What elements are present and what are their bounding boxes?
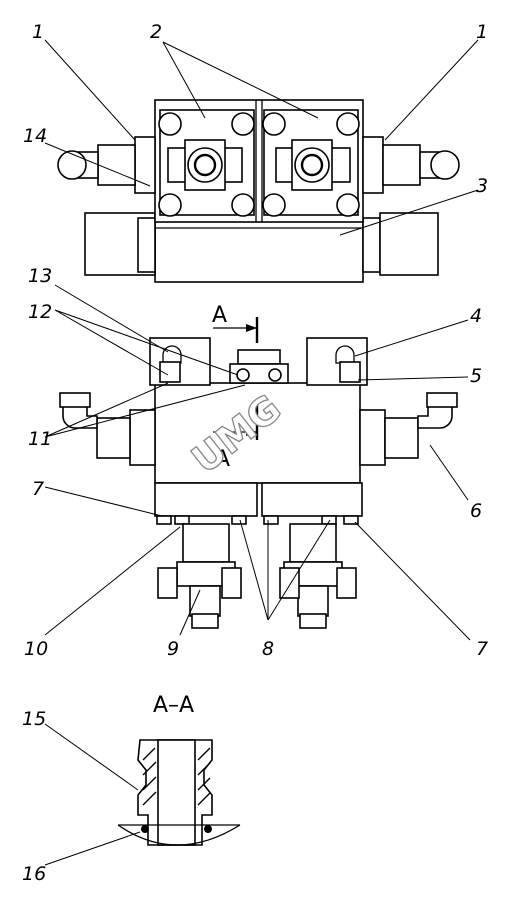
callout-11: 11 [28,428,52,450]
bar-end-right [379,212,439,276]
callout-14: 14 [23,125,47,147]
section-hatching [142,747,211,806]
callout-8: 8 [262,638,274,660]
elbow-left [59,392,156,466]
callout-4: 4 [470,305,482,327]
valve-port-left [167,139,243,191]
callout-3: 3 [476,175,488,197]
elbow-right [359,392,458,466]
bottom-fitting-left [157,523,242,629]
callout-labels: 1 1 2 3 14 13 12 4 5 11 7 6 10 9 8 7 15 … [22,21,488,885]
callout-7-right: 7 [476,638,488,660]
leader-lines [44,39,479,866]
front-view: A A UMG [59,303,458,629]
fitting-right [362,136,460,194]
callout-1-left: 1 [32,21,44,43]
plate-right [261,482,363,517]
callout-9: 9 [167,638,179,660]
section-title: A–A [153,693,194,718]
fitting-left [57,136,156,194]
callout-2: 2 [150,21,162,43]
plate-left [154,482,258,517]
section-cut-line [213,317,259,440]
top-view [57,99,460,283]
valve-port-right [275,139,351,191]
callout-13: 13 [28,265,52,287]
section-marker-bottom: A [215,447,230,472]
manifold-bar [154,219,364,283]
bottom-fitting-right [279,523,357,629]
callout-12: 12 [28,301,52,323]
section-view: A–A [117,693,241,846]
callout-6: 6 [470,500,482,522]
callout-15: 15 [22,708,46,730]
callout-7-left: 7 [32,478,44,500]
bolt-heads [158,112,360,217]
callout-1-right: 1 [476,21,488,43]
callout-5: 5 [470,365,482,387]
section-marker-top: A [212,303,227,328]
callout-16: 16 [22,863,46,885]
callout-10: 10 [24,638,48,660]
